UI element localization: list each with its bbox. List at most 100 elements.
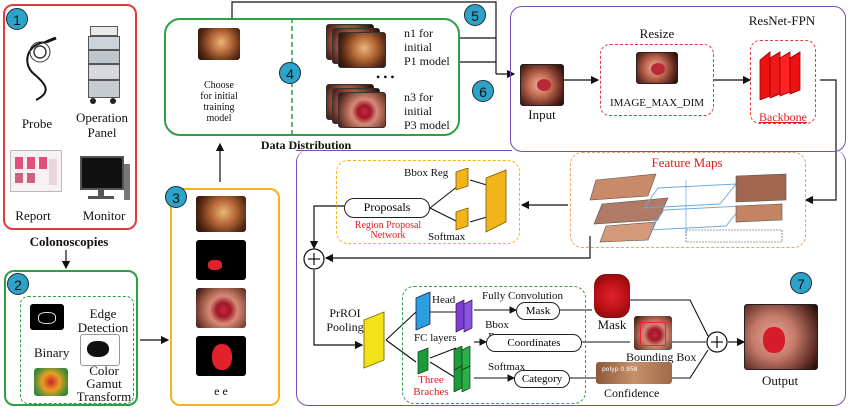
operation-panel-label-line1: Operation <box>76 110 128 125</box>
edge-detection-thumbnail <box>30 304 64 330</box>
panel-preprocessing <box>4 270 138 406</box>
panel-hardware <box>3 4 137 230</box>
choose-line3: training <box>203 102 235 113</box>
category-pill: Category <box>514 370 570 388</box>
report-label: Report <box>15 208 51 223</box>
color-label-line1: Color <box>89 363 119 378</box>
rpn-box <box>336 160 520 244</box>
resize-box <box>600 44 714 116</box>
rpn-softmax-label: Softmax <box>428 231 466 243</box>
confidence-tag: polyp 0.958 <box>602 366 638 373</box>
monitor-label: Monitor <box>82 208 126 223</box>
rpn-label-line2: Network <box>370 230 406 241</box>
dataset-mask-1 <box>196 240 246 280</box>
rpn-label-line1: Region Proposal <box>354 220 422 231</box>
panel-dataset <box>170 188 280 406</box>
panel-network <box>510 6 846 152</box>
n1-stack-front <box>338 32 386 68</box>
n3-line1: n3 for <box>404 90 433 104</box>
bounding-box-label: Bounding Box <box>626 350 697 364</box>
prroi-line2: Pooling <box>326 320 364 334</box>
image-max-dim-label: IMAGE_MAX_DIM <box>609 97 705 109</box>
colonoscopies-caption: Colonoscopies <box>29 234 109 249</box>
resize-label: Resize <box>639 26 675 41</box>
input-label: Input <box>528 107 556 122</box>
n1-line3: P1 model <box>404 54 450 68</box>
badge-7: 7 <box>790 272 812 294</box>
feature-maps-box <box>570 152 806 248</box>
dataset-image-1 <box>196 196 246 232</box>
color-gamut-thumbnail <box>34 368 68 396</box>
resized-image <box>636 52 678 84</box>
n3-line2: initial <box>404 104 432 118</box>
choose-line1: Choose <box>204 80 234 91</box>
n1-line1: n1 for <box>404 26 433 40</box>
binary-label: Binary <box>34 345 70 360</box>
n1-line2: initial <box>404 40 432 54</box>
color-label-line2: Gamut <box>86 376 122 391</box>
probe-label: Probe <box>21 116 53 131</box>
badge-3: 3 <box>165 186 187 208</box>
resnet-label: ResNet-FPN <box>748 13 816 28</box>
output-image <box>744 304 818 370</box>
fully-convolution-label: Fully Convolution <box>482 290 563 302</box>
data-distribution-caption: Data Distribution <box>260 138 352 152</box>
confidence-label: Confidence <box>604 386 660 400</box>
softmax-label: Softmax <box>488 361 526 373</box>
feature-maps-pyramid <box>589 173 787 243</box>
coordinates-pill: Coordinates <box>486 334 582 352</box>
operation-panel-label-line2: Panel <box>87 125 117 140</box>
operation-panel-icon <box>86 26 120 108</box>
mask-result-label: Mask <box>597 317 627 332</box>
dataset-footer: e e <box>214 384 228 398</box>
proposals-pill: Proposals <box>344 198 430 218</box>
backbone-box <box>750 40 816 124</box>
badge-4: 4 <box>279 62 301 84</box>
choose-line2: for initial <box>200 91 238 102</box>
mask-result-image <box>594 274 630 318</box>
badge-5: 5 <box>464 4 486 26</box>
probe-icon <box>26 36 57 101</box>
panel-network-lower <box>296 150 846 406</box>
head-label: Head <box>432 294 456 306</box>
fc-layers-label: FC layers <box>414 332 457 344</box>
backbone-label: Backbone <box>759 110 807 124</box>
dataset-image-2 <box>196 288 246 328</box>
backbone-layers <box>759 51 801 100</box>
choose-line4: model <box>206 113 232 124</box>
panel-preprocessing-inner <box>20 296 134 404</box>
edge-label-line1: Edge <box>89 306 117 321</box>
badge-1: 1 <box>6 8 28 30</box>
binary-thumbnail <box>80 334 120 366</box>
prroi-line1: PrROI <box>329 306 361 320</box>
bounding-box-image <box>634 316 672 350</box>
color-label-line3: Transform <box>76 389 132 404</box>
prroi-pooling-block <box>363 311 385 369</box>
mask-pill: Mask <box>516 302 560 320</box>
output-label: Output <box>761 373 799 388</box>
monitor-icon <box>80 156 132 202</box>
badge-6: 6 <box>472 80 494 102</box>
branches-box <box>402 286 586 404</box>
panel-network-lower-topline <box>296 150 512 151</box>
input-image <box>520 64 564 106</box>
feature-maps-label: Feature Maps <box>651 155 723 170</box>
panel-data-distribution <box>164 18 460 136</box>
dataset-mask-2 <box>196 336 246 376</box>
report-thumbnail <box>10 150 62 192</box>
edge-label-line2: Detection <box>77 320 129 335</box>
n3-line3: P3 model <box>404 118 450 132</box>
three-branches-blocks <box>417 346 471 392</box>
rpn-bbox-reg-label: Bbox Reg <box>404 167 449 179</box>
confidence-image: polyp 0.958 <box>596 362 672 384</box>
initial-training-image <box>198 28 240 60</box>
rpn-conv-blocks <box>455 168 507 233</box>
head-blocks <box>455 299 473 333</box>
stack-dots: • • • <box>376 70 395 84</box>
bbox-reg-line1: Bbox <box>485 319 509 331</box>
fc-layer-block <box>415 292 431 331</box>
badge-2: 2 <box>7 273 29 295</box>
n3-stack-front <box>338 92 386 128</box>
three-branches-line1: Three <box>418 374 444 386</box>
